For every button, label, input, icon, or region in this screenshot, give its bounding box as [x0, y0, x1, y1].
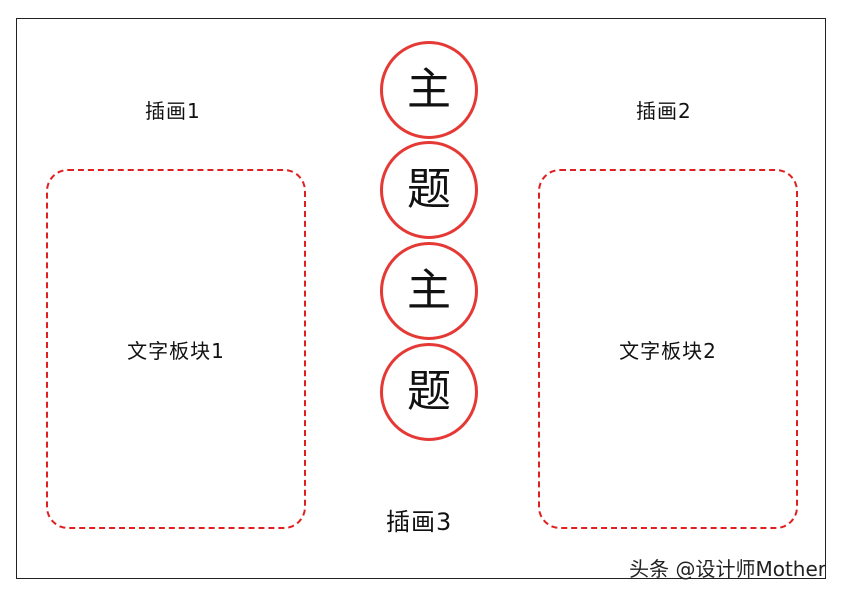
page-frame	[16, 18, 826, 579]
text-block-1-label: 文字板块1	[127, 338, 225, 363]
illustration-3-label: 插画3	[386, 508, 453, 536]
text-block-1: 文字板块1	[46, 169, 306, 529]
title-circle-2: 题	[380, 141, 478, 239]
text-block-2: 文字板块2	[538, 169, 798, 529]
title-char-2: 题	[407, 164, 451, 215]
title-circle-1: 主	[380, 41, 478, 139]
title-char-3: 主	[407, 265, 451, 316]
illustration-1-label: 插画1	[145, 99, 201, 123]
text-block-2-label: 文字板块2	[619, 338, 717, 363]
watermark-text: 头条 @设计师Mother	[629, 557, 826, 581]
title-char-4: 题	[407, 366, 451, 417]
title-char-1: 主	[407, 64, 451, 115]
illustration-2-label: 插画2	[636, 99, 692, 123]
title-circle-3: 主	[380, 242, 478, 340]
title-circle-4: 题	[380, 343, 478, 441]
